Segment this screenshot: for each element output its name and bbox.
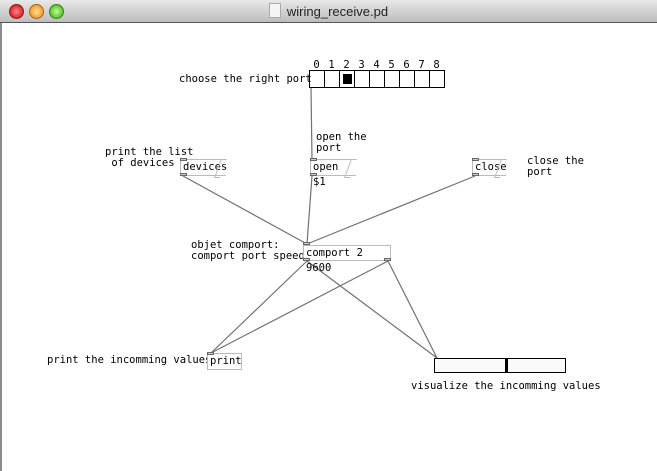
radio-label: 2: [343, 59, 350, 71]
radio-label: 4: [373, 59, 380, 71]
radio-label: 6: [403, 59, 410, 71]
comment-close-port: close the port: [527, 155, 584, 178]
radio-label: 7: [418, 59, 425, 71]
outlet: [472, 173, 479, 176]
window-title-text: wiring_receive.pd: [286, 4, 389, 19]
wire-devices-comport: [182, 175, 308, 245]
outlet: [384, 258, 391, 261]
outlet: [180, 173, 187, 176]
comment-comport: objet comport: comport port speed: [191, 239, 305, 262]
radio-label: 0: [313, 59, 320, 71]
close-window-button[interactable]: [9, 4, 24, 19]
comment-print-values: print the incomming values: [47, 354, 212, 366]
radio-label: 8: [433, 59, 440, 71]
slider-knob[interactable]: [504, 359, 508, 372]
wire-comport-slider: [306, 260, 438, 359]
radio-cell-3[interactable]: [355, 71, 370, 87]
port-radio[interactable]: [309, 70, 445, 88]
inlet: [310, 158, 317, 161]
comment-visualize: visualize the incomming values: [411, 380, 601, 392]
inlet: [303, 242, 310, 245]
horizontal-slider[interactable]: [434, 358, 566, 373]
minimize-window-button[interactable]: [29, 4, 44, 19]
print-object[interactable]: print: [207, 353, 242, 370]
wire-close-comport: [306, 175, 476, 245]
radio-cell-1[interactable]: [325, 71, 340, 87]
wire-comport-right-print: [210, 260, 389, 354]
patch-canvas[interactable]: [0, 23, 657, 471]
wire-radio-open: [310, 86, 313, 160]
wire-open-comport: [306, 175, 313, 245]
radio-cell-0[interactable]: [310, 71, 325, 87]
radio-label: 5: [388, 59, 395, 71]
close-message[interactable]: close: [472, 159, 507, 176]
inlet: [472, 158, 479, 161]
print-label: print: [210, 355, 242, 367]
open-message[interactable]: open $1: [310, 159, 356, 188]
radio-cell-2[interactable]: [340, 71, 355, 87]
radio-label: 3: [358, 59, 365, 71]
outlet: [310, 173, 317, 176]
devices-message[interactable]: devices: [180, 159, 228, 176]
close-label: close: [475, 161, 507, 173]
radio-cell-4[interactable]: [370, 71, 385, 87]
radio-label: 1: [328, 59, 335, 71]
document-icon: [268, 3, 281, 18]
outlet: [303, 258, 310, 261]
radio-cell-6[interactable]: [400, 71, 415, 87]
comment-print-list: print the list of devices: [105, 146, 194, 169]
inlet: [180, 158, 187, 161]
comment-open-port: open the port: [316, 131, 367, 154]
window-title: wiring_receive.pd: [0, 3, 657, 19]
open-label: open $1: [313, 161, 339, 188]
wire-comport-right-slider: [387, 260, 438, 359]
comport-label: comport 2 9600: [306, 247, 363, 274]
radio-cell-7[interactable]: [415, 71, 430, 87]
radio-cell-8[interactable]: [430, 71, 444, 87]
radio-cell-5[interactable]: [385, 71, 400, 87]
wire-comport-print: [210, 260, 308, 354]
comport-object[interactable]: comport 2 9600: [303, 245, 391, 274]
devices-label: devices: [183, 161, 228, 173]
zoom-window-button[interactable]: [49, 4, 64, 19]
comment-choose-port: choose the right port: [179, 73, 312, 85]
inlet: [207, 352, 214, 355]
title-bar: wiring_receive.pd: [0, 0, 657, 23]
